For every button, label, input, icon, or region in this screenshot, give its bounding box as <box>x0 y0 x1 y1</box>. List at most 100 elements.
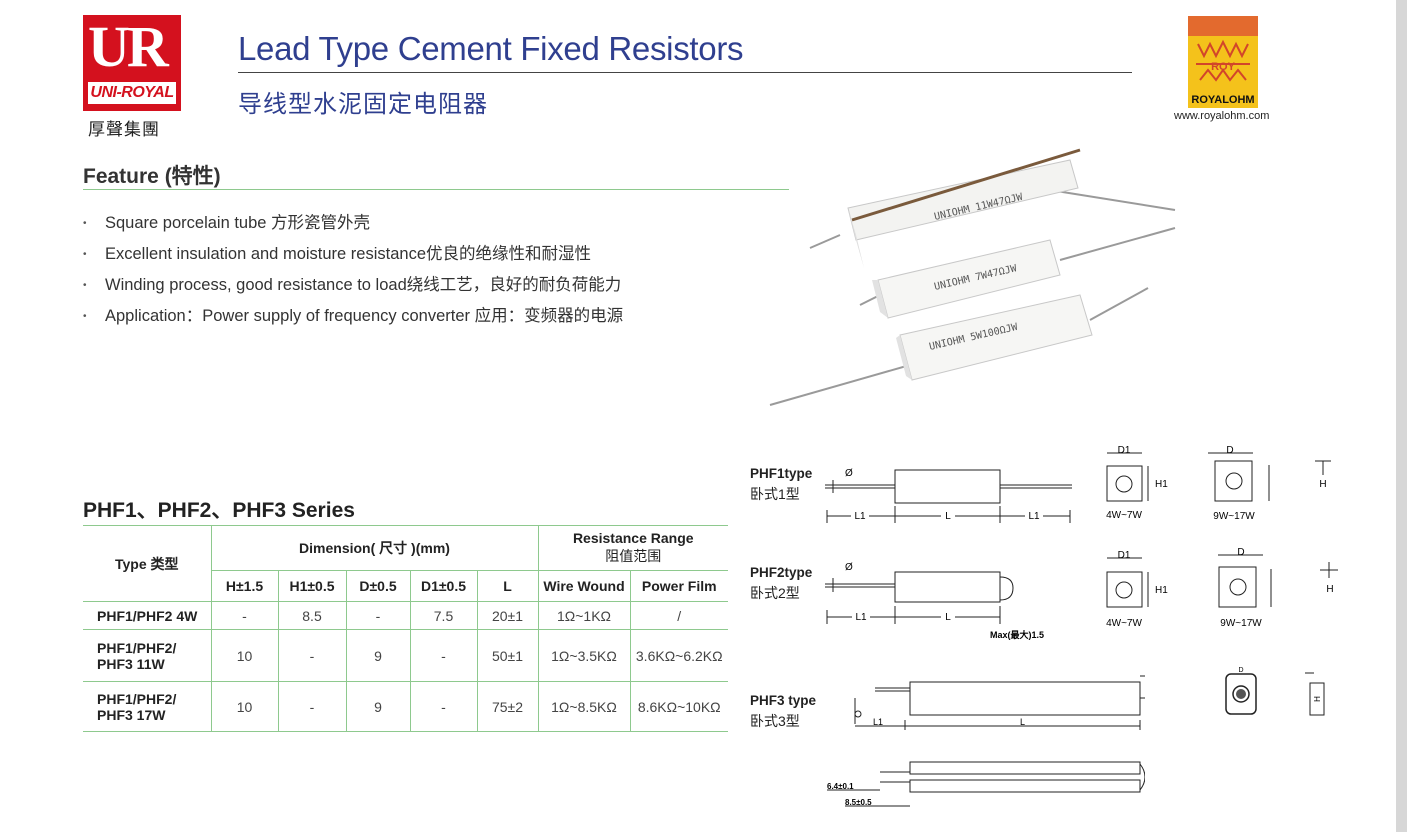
cell: 1Ω~8.5KΩ <box>537 681 630 732</box>
col-l: L <box>476 570 538 602</box>
svg-text:6.4±0.1: 6.4±0.1 <box>827 782 854 791</box>
col-h1: H1±0.5 <box>277 570 346 602</box>
cell: - <box>210 601 278 630</box>
resistor-5w: UNIOHM 5W100ΩJW <box>896 294 1093 381</box>
row-type: PHF1/PHF2/PHF3 17W <box>83 681 211 732</box>
product-photo: UNIOHM 11W47ΩJW UNIOHM 7W47ΩJW UNIOHM 5W… <box>769 148 1176 406</box>
cell: 75±2 <box>476 681 538 732</box>
royalohm-logo-text: ROYALOHM <box>1191 94 1255 106</box>
series-heading: PHF1、PHF2、PHF3 Series <box>83 499 355 522</box>
bullet-icon: • <box>83 311 87 322</box>
cell: 20±1 <box>476 601 538 630</box>
cell: - <box>277 681 346 732</box>
svg-text:D: D <box>1226 445 1233 456</box>
royalohm-logo-top <box>1188 16 1258 36</box>
cell: 9 <box>345 681 410 732</box>
cell: - <box>409 629 477 682</box>
row-type: PHF1/PHF2 4W <box>83 601 211 630</box>
cell: 7.5 <box>409 601 477 630</box>
h-marker-2: H <box>1320 562 1338 595</box>
type-header: Type 类型 <box>83 525 211 602</box>
col-h: H±1.5 <box>210 570 278 602</box>
resistance-header: Resistance Range 阻值范围 <box>537 525 728 571</box>
svg-text:H: H <box>1319 479 1326 490</box>
title-divider <box>238 72 1132 73</box>
col-power-film: Power Film <box>629 570 728 602</box>
svg-text:Max(最大)1.5: Max(最大)1.5 <box>990 629 1044 640</box>
svg-text:D1: D1 <box>1118 550 1131 561</box>
feature-item: •Application：Power supply of frequency c… <box>83 301 623 332</box>
cell: - <box>345 601 410 630</box>
svg-text:9W~17W: 9W~17W <box>1213 511 1255 522</box>
bullet-icon: • <box>83 218 87 229</box>
svg-text:L1: L1 <box>855 612 867 623</box>
cell: 8.6KΩ~10KΩ <box>629 681 728 732</box>
col-d1: D1±0.5 <box>409 570 477 602</box>
section-9w-17w-type1: D 9W~17W <box>1208 445 1270 522</box>
cell: 3.6KΩ~6.2KΩ <box>629 629 728 682</box>
svg-text:D1: D1 <box>1118 445 1131 456</box>
cell: - <box>277 629 346 682</box>
cell: 9 <box>345 629 410 682</box>
table-row: PHF1/PHF2/PHF3 11W 10 - 9 - 50±1 1Ω~3.5K… <box>83 629 728 682</box>
svg-text:L: L <box>945 511 951 522</box>
feature-divider <box>83 189 789 190</box>
cell: - <box>409 681 477 732</box>
svg-text:D: D <box>1238 667 1243 674</box>
svg-text:L1: L1 <box>854 511 866 522</box>
royalohm-url: www.royalohm.com <box>1174 110 1270 122</box>
phf2-drawing: L1 L Ø Max(最大)1.5 <box>825 562 1044 640</box>
resistor-7w: UNIOHM 7W47ΩJW <box>872 239 1061 319</box>
page-title: Lead Type Cement Fixed Resistors <box>238 30 744 67</box>
svg-text:H1: H1 <box>1155 479 1168 490</box>
bullet-icon: • <box>83 280 87 291</box>
feature-heading: Feature (特性) <box>83 165 221 188</box>
uniroyal-logo-text: UNI-ROYAL <box>90 84 174 101</box>
cell: 1Ω~3.5KΩ <box>537 629 630 682</box>
cell: 10 <box>210 681 278 732</box>
svg-text:4W~7W: 4W~7W <box>1106 618 1142 629</box>
phf3-drawing: L1 L 6.4±0.1 8.5±0.5 <box>827 675 1145 807</box>
section-9w-17w-type2: D 9W~17W <box>1218 547 1272 629</box>
section-4w-7w-type2: D1 H1 4W~7W <box>1106 550 1168 629</box>
svg-text:L1: L1 <box>873 717 883 727</box>
uniroyal-logo-cn: 厚聲集團 <box>88 120 160 140</box>
svg-text:H: H <box>1313 696 1322 702</box>
row-type: PHF1/PHF2/PHF3 11W <box>83 629 211 682</box>
svg-text:8.5±0.5: 8.5±0.5 <box>845 798 872 807</box>
svg-text:4W~7W: 4W~7W <box>1106 510 1142 521</box>
bullet-icon: • <box>83 249 87 260</box>
svg-text:L: L <box>945 612 951 623</box>
feature-list: •Square porcelain tube 方形瓷管外壳 •Excellent… <box>83 208 623 332</box>
uniroyal-logo-bar <box>88 82 176 104</box>
h-marker-3: H <box>1305 672 1325 716</box>
page-edge <box>1396 0 1407 832</box>
feature-item: •Winding process, good resistance to loa… <box>83 270 623 301</box>
svg-text:Ø: Ø <box>845 562 853 573</box>
svg-text:L1: L1 <box>1028 511 1040 522</box>
dimension-header: Dimension( 尺寸 )(mm) <box>210 525 538 571</box>
col-d: D±0.5 <box>345 570 410 602</box>
cell: / <box>629 601 728 630</box>
svg-text:H: H <box>1326 584 1333 595</box>
svg-text:ROY: ROY <box>1211 61 1236 73</box>
cell: 1Ω~1KΩ <box>537 601 630 630</box>
spec-table: Type 类型 Dimension( 尺寸 )(mm) Resistance R… <box>83 525 728 732</box>
uniroyal-logo-letters: UR <box>88 14 169 79</box>
table-row: PHF1/PHF2 4W - 8.5 - 7.5 20±1 1Ω~1KΩ / <box>83 601 728 630</box>
cell: 50±1 <box>476 629 538 682</box>
section-4w-7w-type1: D1 H1 4W~7W <box>1106 445 1168 521</box>
page-title-cn: 导线型水泥固定电阻器 <box>238 90 488 118</box>
svg-text:H1: H1 <box>1155 585 1168 596</box>
h-marker-1: H <box>1315 460 1331 490</box>
phf1-drawing: L1 L L1 Ø <box>825 468 1072 523</box>
svg-text:Ø: Ø <box>845 468 853 479</box>
table-row: PHF1/PHF2/PHF3 17W 10 - 9 - 75±2 1Ω~8.5K… <box>83 681 728 732</box>
resistor-11w: UNIOHM 11W47ΩJW <box>847 148 1081 268</box>
svg-text:D: D <box>1237 547 1244 558</box>
col-wire-wound: Wire Wound <box>537 570 630 602</box>
royalohm-crown-icon: ROY <box>1196 39 1250 82</box>
